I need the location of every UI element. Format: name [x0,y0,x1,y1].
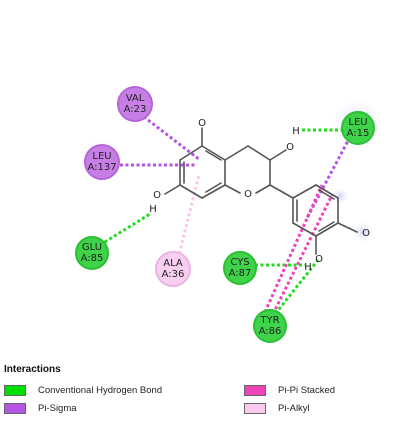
bond [247,145,271,161]
residue-number: A:36 [162,269,185,280]
residue-glu85: GLU A:85 [75,236,109,270]
bond [224,145,249,161]
pi-alkyl-line [176,174,201,260]
atom-label: H [304,262,312,273]
atom-label: O [362,228,370,239]
residue-node [75,236,109,270]
legend-label: Pi-Alkyl [278,403,310,414]
residue-node [84,144,120,180]
atom-label: O [244,189,252,200]
atom-label: O [153,190,161,201]
residue-leu15: LEU A:15 [341,111,375,145]
bond [201,184,226,199]
residue-name: VAL [126,93,145,104]
bond [318,189,335,200]
legend-swatch [4,385,26,396]
residue-node [117,86,153,122]
bond [315,222,339,237]
residue-node [223,251,257,285]
bond [269,184,294,199]
residue-name: GLU [82,242,102,253]
bond [292,184,317,199]
bond [179,184,203,199]
bond [269,149,287,161]
legend-title: Interactions [4,364,61,375]
residue-node [155,251,191,287]
legend-label: Conventional Hydrogen Bond [38,385,163,396]
bond [318,221,335,232]
legend-item-pi-alkyl: Pi-Alkyl [244,403,310,414]
residue-number: A:86 [259,326,282,337]
residue-number: A:23 [124,104,147,115]
residue-node [341,111,375,145]
residue-cys87: CYS A:87 [223,251,257,285]
residue-tyr86: TYR A:86 [253,309,287,343]
residue-ala36: ALA A:36 [155,251,191,287]
residue-val23: VAL A:23 [117,86,153,122]
atom-label: O [198,118,206,129]
interaction-diagram: O O O H O H O H O VAL A:23 LEU A:137 LEU… [75,86,385,343]
residue-name: LEU [348,117,367,128]
solvent-halo [351,220,375,244]
legend-label: Pi-Pi Stacked [278,385,336,396]
legend-swatch [244,403,266,414]
interactions-legend: Interactions Conventional Hydrogen Bond … [0,360,419,441]
bond [292,222,317,237]
residue-number: A:137 [87,162,116,173]
hydrogen-bond-line [99,212,151,247]
pi-pi-stacked-line [263,184,324,313]
residue-name: LEU [92,151,111,162]
atom-label: O [315,254,323,265]
bond [201,145,226,161]
solvent-halo [330,186,350,206]
residue-number: A:85 [81,253,104,264]
bond [205,182,222,193]
atom-label: O [286,142,294,153]
bond [224,184,241,194]
legend-item-pi-sigma: Pi-Sigma [4,403,77,414]
hydrogen-bond-line [270,259,320,319]
legend-item-pi-pi-stacked: Pi-Pi Stacked [244,385,335,396]
bond [315,184,339,199]
bond [164,184,181,195]
residue-name: ALA [163,258,183,269]
residue-number: A:87 [229,268,252,279]
residue-name: TYR [259,315,279,326]
bond [337,222,358,233]
bond [205,150,222,161]
atom-label: H [292,126,300,137]
bond [255,184,271,194]
atom-label: H [149,204,157,215]
legend-swatch [244,385,266,396]
pi-sigma-line [304,136,352,221]
residue-node [253,309,287,343]
legend-swatch [4,403,26,414]
bond [179,145,203,161]
legend-label: Pi-Sigma [38,403,77,414]
residue-number: A:15 [347,128,370,139]
residue-name: CYS [230,257,249,268]
residue-leu137: LEU A:137 [84,144,120,180]
pi-pi-stacked-line [271,194,334,315]
legend-item-hydrogen-bond: Conventional Hydrogen Bond [4,385,162,396]
